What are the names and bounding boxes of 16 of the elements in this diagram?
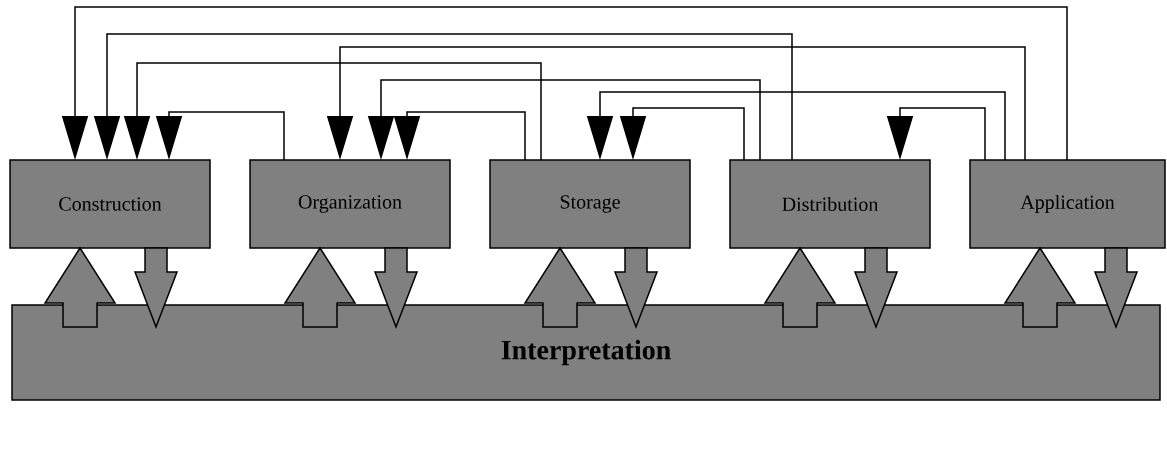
block-arrow (763, 246, 837, 328)
block-arrow (523, 246, 597, 328)
process-box: Storage (489, 159, 691, 249)
block-arrow (43, 246, 117, 328)
process-box: Construction (9, 159, 211, 249)
block-arrow (1003, 246, 1077, 328)
block-arrow (133, 247, 179, 330)
block-arrow (613, 247, 659, 330)
process-box: Application (969, 159, 1166, 249)
process-box: Organization (249, 159, 451, 249)
block-arrow (1093, 247, 1139, 330)
process-box: Interpretation (11, 304, 1161, 401)
process-box: Distribution (729, 159, 931, 249)
block-arrow (283, 246, 357, 328)
block-arrow (853, 247, 899, 330)
block-arrow (373, 247, 419, 330)
